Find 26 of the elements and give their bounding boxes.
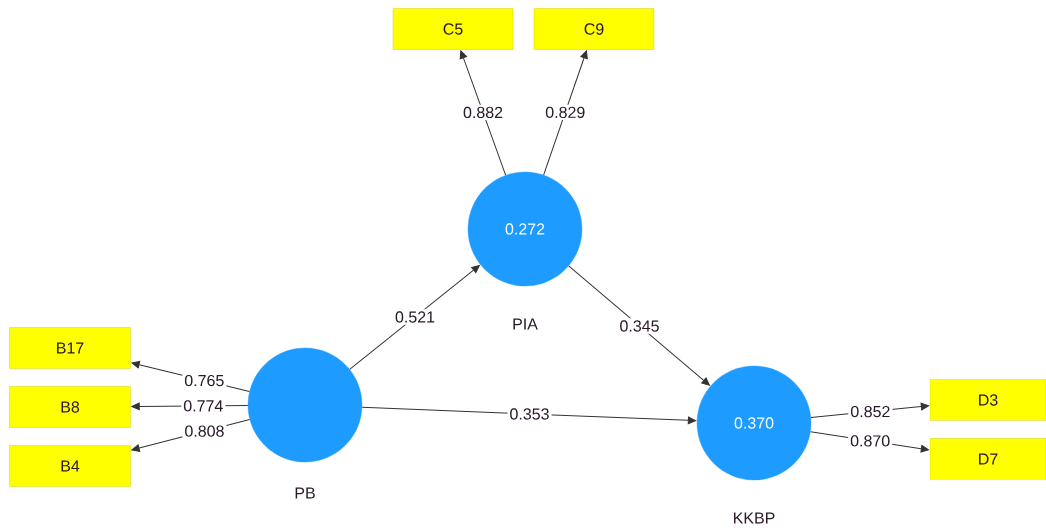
construct-label: PB [295,487,315,499]
indicator-box: D3 [929,379,1046,421]
path-coefficient: 0.765 [182,372,227,389]
arrow [543,50,588,176]
arrow [568,265,710,386]
indicator-box: C9 [533,8,655,50]
construct-circle [247,347,363,463]
path-coefficient: 0.353 [507,406,552,422]
path-coefficient: 0.852 [848,403,893,420]
indicator-box: B8 [9,386,131,428]
indicator-box: B4 [9,445,131,487]
path-coefficient: 0.870 [848,433,893,449]
construct-label: PIA [513,318,538,330]
indicator-box: B17 [9,327,131,369]
construct-label: KKBP [734,512,775,524]
arrow [459,50,507,176]
indicator-box: C5 [392,8,514,50]
path-coefficient: 0.808 [182,423,227,439]
path-coefficient: 0.882 [461,104,506,121]
indicator-box: D7 [929,438,1046,480]
path-coefficient: 0.345 [617,318,662,334]
path-coefficient: 0.521 [393,309,438,325]
arrow [361,406,697,425]
arrow [349,265,480,370]
path-coefficient: 0.774 [181,398,226,414]
path-coefficient: 0.829 [543,104,588,120]
